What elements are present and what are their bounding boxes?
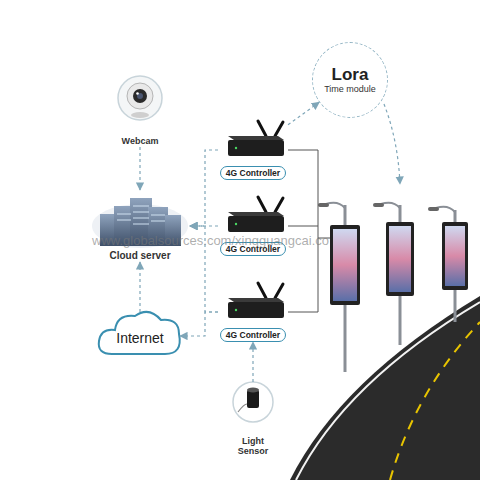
display-screen bbox=[333, 229, 357, 301]
sensor-node: Light Sensor bbox=[225, 382, 281, 456]
controller-node: 4G Controller bbox=[218, 282, 288, 342]
building-windows bbox=[117, 206, 165, 224]
internet-cloud bbox=[99, 312, 180, 354]
node-text: Light Sensor bbox=[236, 436, 270, 456]
device-top bbox=[228, 212, 284, 216]
node-text: Time module bbox=[324, 84, 376, 95]
antenna bbox=[275, 122, 283, 136]
icon-ring bbox=[233, 382, 273, 422]
display-frame bbox=[330, 225, 360, 305]
device-top bbox=[228, 136, 284, 140]
webcam-lens-core bbox=[137, 93, 143, 99]
antenna bbox=[275, 198, 283, 212]
street-pole bbox=[428, 207, 468, 322]
lamp-head bbox=[428, 207, 439, 211]
control-wire bbox=[288, 150, 330, 312]
webcam-lens bbox=[133, 89, 147, 103]
display-screen bbox=[445, 226, 465, 286]
sensor-body bbox=[247, 390, 259, 408]
antenna bbox=[258, 283, 266, 298]
node-text: Lora bbox=[332, 65, 369, 84]
antenna bbox=[258, 121, 266, 136]
dashed-arrow bbox=[139, 262, 140, 312]
controller-device bbox=[228, 121, 284, 156]
road-center-line bbox=[390, 322, 480, 480]
webcam-body bbox=[127, 83, 153, 109]
device-top bbox=[228, 298, 284, 302]
street-pole bbox=[373, 203, 414, 345]
module-circle: LoraTime module bbox=[312, 42, 388, 118]
node-text: 4G Controller bbox=[220, 328, 286, 342]
sensor-cable bbox=[238, 404, 247, 412]
dashed-arrow bbox=[139, 147, 140, 190]
node-text: Webcam bbox=[122, 136, 159, 147]
lens-highlight bbox=[136, 92, 139, 95]
device-led bbox=[235, 309, 237, 311]
dashed-arrow bbox=[180, 312, 218, 336]
dashed-arrow bbox=[190, 150, 218, 226]
display-screen bbox=[389, 226, 411, 292]
device-body bbox=[228, 302, 284, 318]
server-node: Cloud server bbox=[90, 190, 190, 262]
street-pole bbox=[318, 203, 360, 372]
lamp-head bbox=[318, 203, 329, 207]
node-text: Internet bbox=[116, 330, 163, 346]
node-text: 4G Controller bbox=[220, 166, 286, 180]
display-frame bbox=[442, 222, 468, 290]
light-sensor-icon bbox=[233, 382, 273, 422]
controller-node: 4G Controller bbox=[218, 120, 288, 180]
controller-device bbox=[228, 197, 284, 232]
dashed-arrow bbox=[190, 225, 218, 226]
node-text: Cloud server bbox=[109, 250, 170, 262]
webcam-node: Webcam bbox=[105, 75, 175, 147]
road bbox=[290, 296, 480, 480]
sensor-cap bbox=[247, 388, 259, 393]
signal-leader bbox=[384, 104, 400, 184]
lamp-head bbox=[373, 203, 384, 207]
controller-device bbox=[228, 283, 284, 318]
icon-ring bbox=[118, 76, 162, 120]
display-frame bbox=[386, 222, 414, 296]
watermark: www.globalsources.com/xingguangcai.co bbox=[92, 233, 329, 248]
dashed-arrow bbox=[252, 342, 253, 382]
dashed-arrow bbox=[288, 102, 319, 125]
device-body bbox=[228, 140, 284, 156]
internet-node: Internet bbox=[100, 312, 180, 360]
road-edge-line bbox=[296, 302, 480, 480]
device-led bbox=[235, 223, 237, 225]
device-led bbox=[235, 147, 237, 149]
antenna bbox=[275, 284, 283, 298]
webcam-base bbox=[131, 112, 149, 118]
antenna bbox=[258, 197, 266, 212]
device-body bbox=[228, 216, 284, 232]
webcam-icon bbox=[118, 76, 162, 120]
